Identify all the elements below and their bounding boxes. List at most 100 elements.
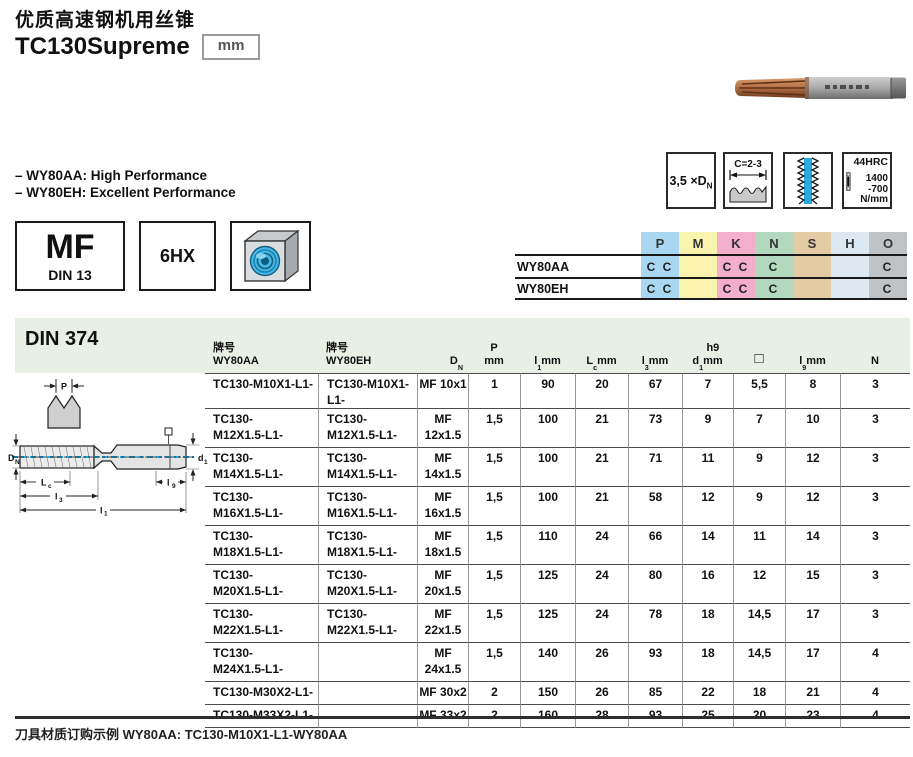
table-cell: 3 (840, 487, 910, 527)
hardness-gauge (846, 172, 851, 191)
table-cell: MF 14x1.5 (417, 448, 468, 488)
thread-cube-badge (230, 221, 311, 291)
table-cell: TC130- M24X1.5-L1- (205, 643, 318, 683)
table-cell: 140 (520, 643, 575, 683)
table-cell: 110 (520, 526, 575, 566)
chamfer-form-icon: C=2-3 (723, 152, 773, 209)
table-cell: 14 (682, 526, 733, 566)
dim-l9-sub: 9 (172, 483, 176, 490)
table-cell: 14 (785, 526, 840, 566)
product-photo (735, 77, 906, 99)
table-cell: 7 (733, 409, 785, 449)
thread-form-badge: MF DIN 13 (15, 221, 125, 291)
dim-dn-label: D (8, 453, 15, 463)
table-row: TC130- M16X1.5-L1-TC130- M16X1.5-L1-MF 1… (205, 487, 910, 527)
table-cell: 78 (628, 604, 682, 644)
table-cell: MF 10x1 (417, 373, 468, 410)
product-name: TC130Supreme (15, 33, 190, 60)
material-col-S: S (793, 232, 831, 254)
table-cell: 3 (840, 448, 910, 488)
table-cell: TC130- M12X1.5-L1- (318, 409, 417, 449)
table-cell: MF 24x1.5 (417, 643, 468, 683)
material-grade-label: WY80AA (517, 259, 570, 274)
table-cell: 24 (575, 565, 628, 605)
table-cell: TC130- M14X1.5-L1- (318, 448, 417, 488)
table-cell: MF 16x1.5 (417, 487, 468, 527)
table-row: TC130- M22X1.5-L1-TC130- M22X1.5-L1-MF 2… (205, 604, 910, 644)
material-cell: C (869, 279, 907, 298)
table-cell (318, 682, 417, 706)
table-cell: MF 20x1.5 (417, 565, 468, 605)
table-cell: 18 (682, 604, 733, 644)
table-cell: 18 (682, 643, 733, 683)
material-cell (793, 279, 831, 298)
table-cell: 14,5 (733, 643, 785, 683)
dim-l1-sub: 1 (104, 511, 108, 517)
table-cell: 1,5 (468, 409, 520, 449)
tolerance-label: 6HX (159, 245, 195, 266)
threaded-hole-image (242, 229, 300, 283)
material-col-P: P (641, 232, 679, 254)
table-cell: 26 (575, 643, 628, 683)
table-cell: 2 (468, 682, 520, 706)
table-cell: 22 (682, 682, 733, 706)
table-cell: 150 (520, 682, 575, 706)
material-grade-label: WY80EH (517, 281, 569, 296)
material-cell: C (869, 256, 907, 277)
table-cell: 100 (520, 409, 575, 449)
table-cell: TC130- M18X1.5-L1- (318, 526, 417, 566)
table-row: TC130- M18X1.5-L1-TC130- M18X1.5-L1-MF 1… (205, 526, 910, 566)
table-cell: TC130- M14X1.5-L1- (205, 448, 318, 488)
grade-notes: – WY80AA: High Performance – WY80EH: Exc… (15, 167, 236, 201)
table-cell: 12 (682, 487, 733, 527)
note-wy80aa: – WY80AA: High Performance (15, 168, 208, 183)
dim-dn-sub: N (15, 459, 20, 466)
table-row: TC130- M20X1.5-L1-TC130- M20X1.5-L1-MF 2… (205, 565, 910, 605)
col-header-10: N (871, 354, 879, 367)
table-cell: MF 30x2 (417, 682, 468, 706)
dim-lc-label: L (41, 478, 47, 488)
table-cell: 9 (733, 448, 785, 488)
material-col-K: K (717, 232, 755, 254)
material-cell: C C (641, 256, 679, 277)
material-cell (831, 279, 869, 298)
table-cell: TC130-M10X1-L1- (318, 373, 417, 410)
table-cell: 17 (785, 604, 840, 644)
chamfer-label: C=2-3 (734, 159, 762, 170)
hardness-icon: 44HRC 1400 -700 N/mm (842, 152, 892, 209)
table-row: TC130- M12X1.5-L1-TC130- M12X1.5-L1-MF 1… (205, 409, 910, 449)
unit-badge: mm (201, 34, 261, 60)
table-cell: 9 (733, 487, 785, 527)
table-cell: TC130-M30X2-L1- (205, 682, 318, 706)
table-cell: 90 (520, 373, 575, 410)
table-cell: TC130- M18X1.5-L1- (205, 526, 318, 566)
table-cell: 20 (575, 373, 628, 410)
tap-technical-drawing: P D N d 1 (8, 379, 208, 517)
dim-d1-sub: 1 (204, 459, 208, 466)
table-cell: 73 (628, 409, 682, 449)
table-cell: 3 (840, 409, 910, 449)
table-cell: TC130- M20X1.5-L1- (318, 565, 417, 605)
col-header-8: □ (754, 350, 764, 367)
material-col-O: O (869, 232, 907, 254)
dim-l3-sub: 3 (59, 497, 63, 504)
dim-lc-sub: c (48, 483, 52, 490)
table-cell: 10 (785, 409, 840, 449)
material-cell: C (755, 256, 793, 277)
table-cell: 15 (785, 565, 840, 605)
table-cell: 4 (840, 682, 910, 706)
material-cell (679, 256, 717, 277)
thread-depth-icon: 3,5 ×DN (666, 152, 716, 209)
table-cell: 14,5 (733, 604, 785, 644)
dim-p-label: P (61, 382, 67, 392)
table-cell: 18 (733, 682, 785, 706)
